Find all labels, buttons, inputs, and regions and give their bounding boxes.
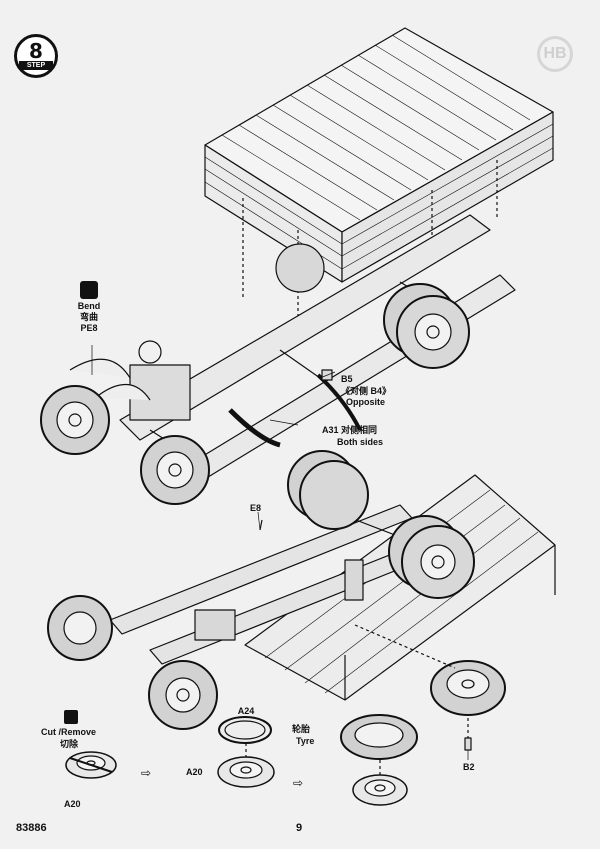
wheels-lower (47, 450, 475, 730)
assembly-arrow-icon: ⇨ (141, 766, 152, 780)
part-rim-lower (352, 760, 408, 806)
cut-label-cn: 切除 (60, 739, 79, 749)
step-word: STEP (19, 61, 53, 70)
leader-lines (91, 345, 469, 760)
cargo-bed-upper (204, 27, 554, 330)
part-label-a31: A31 对侧相同 (322, 425, 378, 435)
part-a20-rim-mid (217, 743, 275, 788)
cut-tool-icon (64, 710, 78, 724)
part-label-b2: B2 (463, 762, 475, 772)
spare-wheel (354, 624, 506, 751)
cut-remove-label: Cut /Remove (41, 727, 97, 737)
page-number: 9 (296, 822, 303, 834)
tyre-label: Tyre (296, 736, 315, 746)
chassis-frame-lower (109, 504, 461, 665)
brand-watermark: HB (537, 36, 573, 72)
part-label-b5: B5 (341, 374, 353, 384)
step-badge-icon: 8 STEP (14, 34, 58, 78)
part-tyre (340, 714, 418, 760)
wheels-upper (40, 243, 470, 505)
part-label-b4-cn: 《对侧 B4》 (341, 386, 392, 396)
bend-tool-icon (80, 281, 98, 299)
both-sides-label: Both sides (337, 437, 384, 447)
part-a20-rim-left (65, 751, 117, 779)
part-a24-ring (218, 716, 272, 744)
bend-label: Bend (77, 301, 101, 311)
step-number: 8 (29, 39, 43, 63)
part-label-a24: A24 (237, 706, 255, 716)
assembly-arrow-icon: ⇨ (293, 776, 304, 790)
tyre-label-cn: 轮胎 (292, 724, 311, 734)
kit-number: 83886 (16, 822, 47, 834)
part-label-a20-left: A20 (64, 799, 81, 809)
bend-label-cn: 弯曲 (79, 312, 99, 322)
part-label-pe8: PE8 (80, 323, 98, 333)
opposite-label: Opposite (346, 397, 386, 407)
part-label-e8: E8 (250, 503, 262, 513)
part-label-a20-mid: A20 (186, 767, 203, 777)
